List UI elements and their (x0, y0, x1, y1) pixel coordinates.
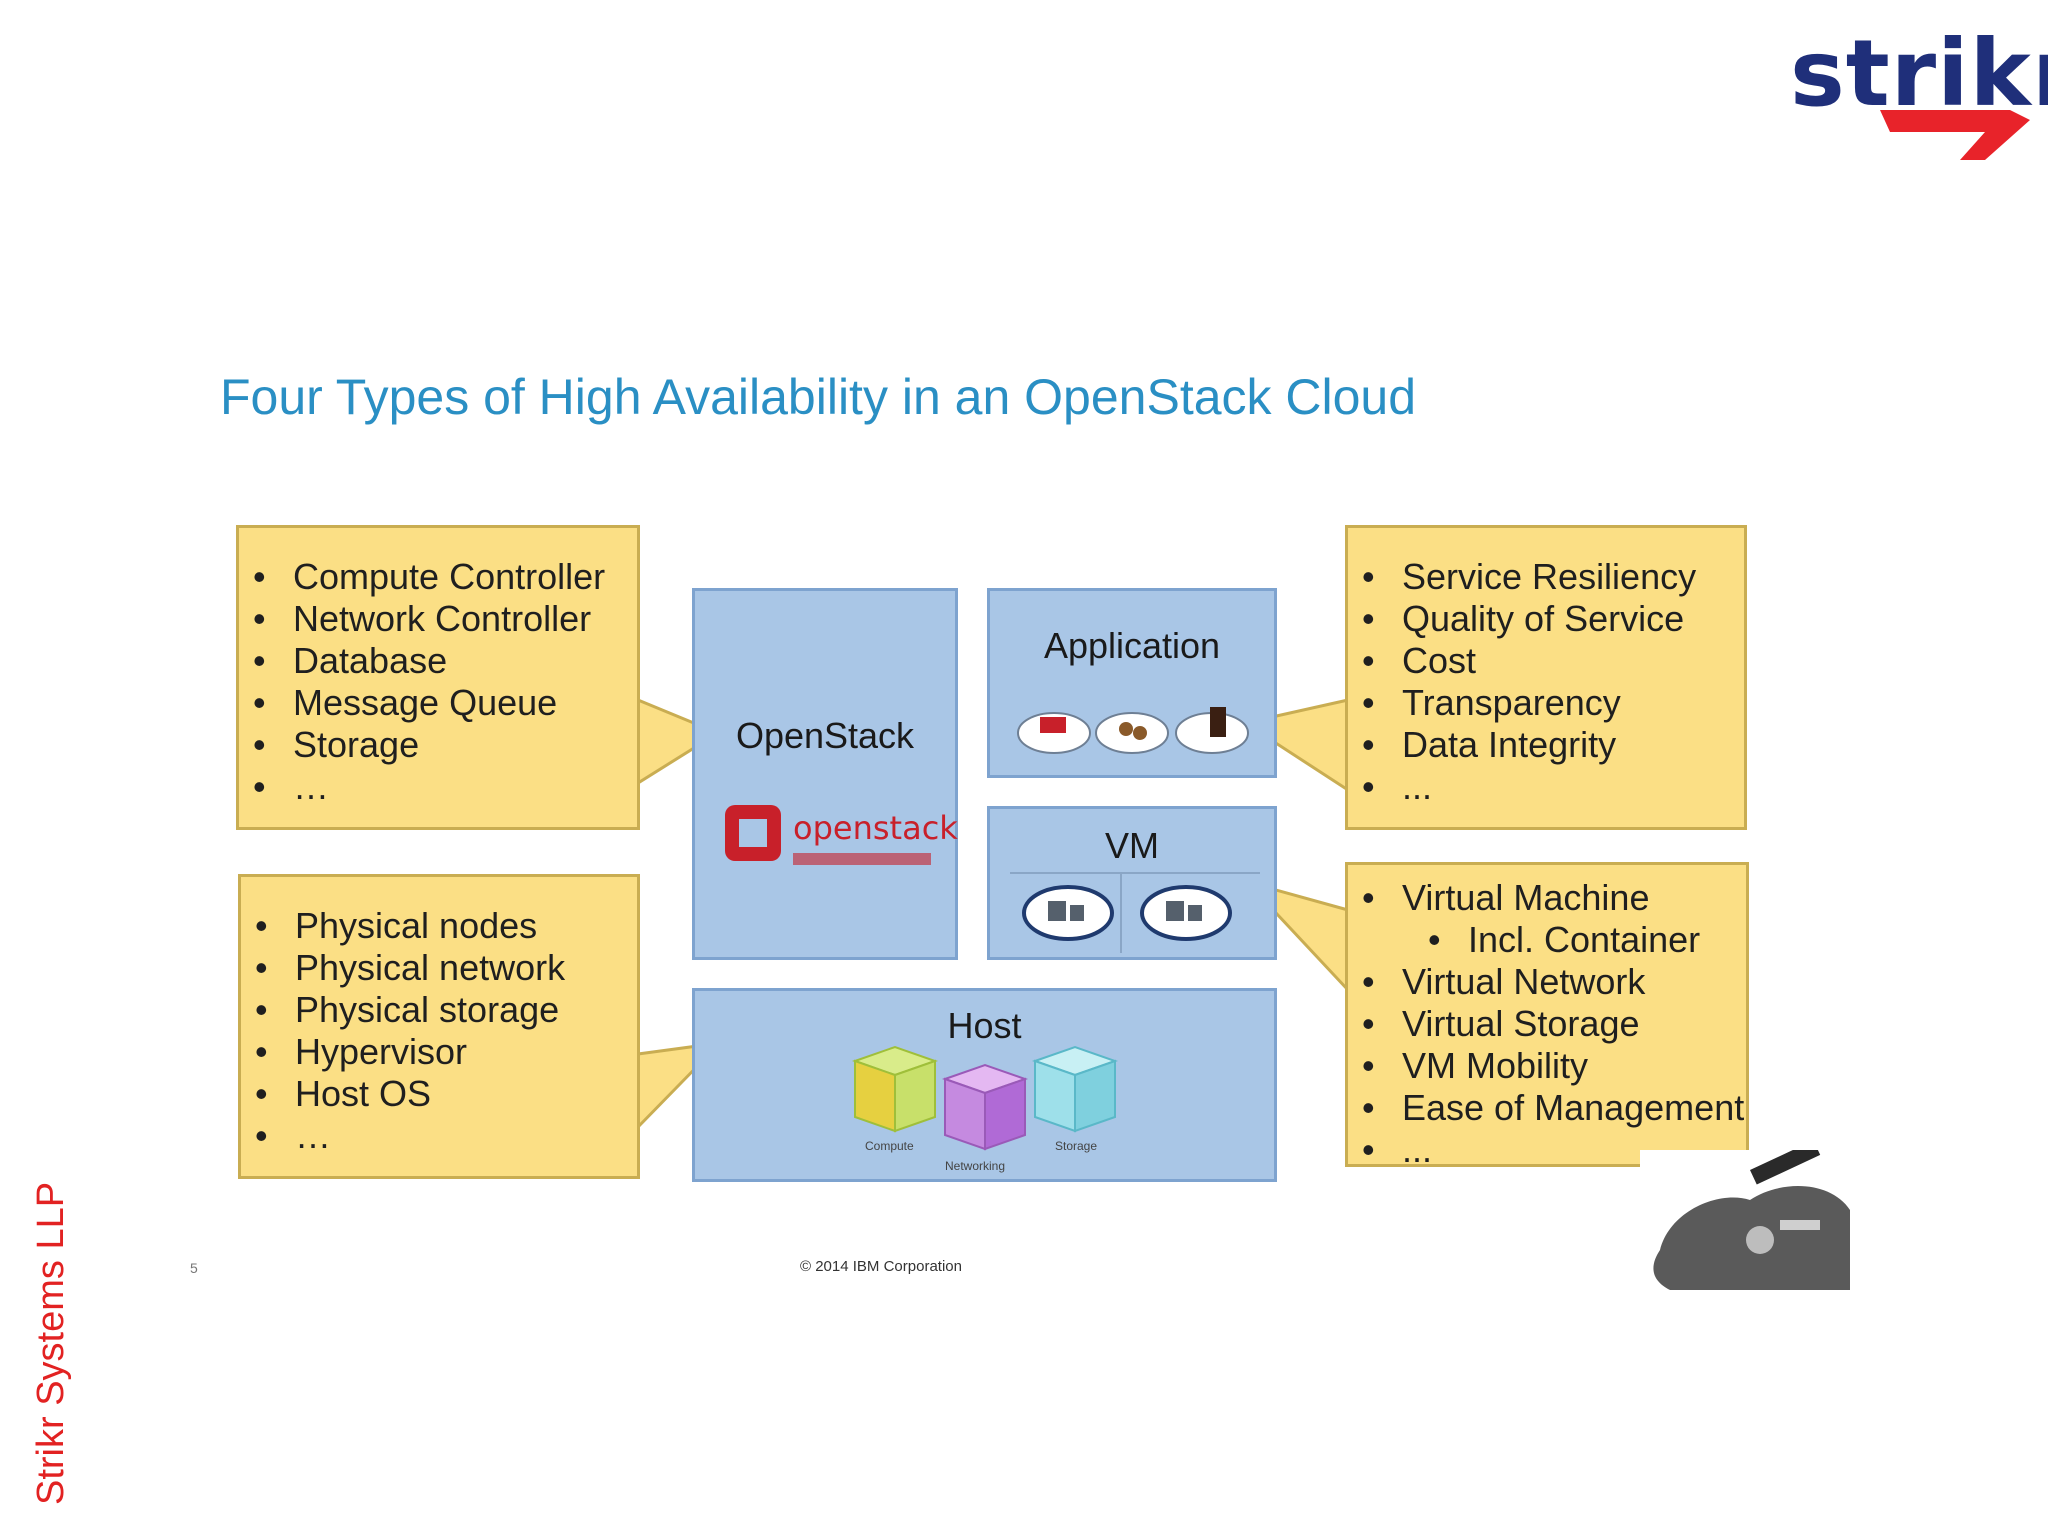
openstack-logo-text: openstack (793, 809, 958, 847)
list-item: Virtual Network (1348, 961, 1746, 1003)
vm-cloud-icons (1010, 872, 1260, 953)
panel-title: Application (1043, 625, 1221, 666)
application-callout: Service Resiliency Quality of Service Co… (1345, 525, 1747, 830)
networking-cube-icon (941, 1063, 1029, 1151)
panel-title: VM (1105, 825, 1159, 866)
list-item: Host OS (241, 1073, 637, 1115)
panel-title: Host (947, 1005, 1022, 1046)
cube-label-compute: Compute (865, 1139, 914, 1153)
application-panel: Application (987, 588, 1277, 778)
list-item: … (239, 766, 637, 808)
strikr-logo: strikr (1780, 20, 2048, 170)
list-item: Message Queue (239, 682, 637, 724)
list-item: … (241, 1115, 637, 1157)
storage-cube-icon (1031, 1045, 1119, 1133)
logo-arrow-icon (1880, 110, 2030, 160)
vm-callout: Virtual Machine Incl. Container Virtual … (1345, 862, 1749, 1171)
list-item: Virtual Machine (1348, 877, 1746, 919)
logo-text: strikr (1790, 20, 2048, 127)
list-item: ... (1348, 766, 1744, 808)
compute-cube-icon (851, 1045, 939, 1133)
list-item: Ease of Management (1348, 1087, 1746, 1129)
cube-label-networking: Networking (945, 1159, 1006, 1173)
page-number: 5 (190, 1260, 198, 1276)
list-item: Data Integrity (1348, 724, 1744, 766)
list-item: ... (1348, 1129, 1746, 1171)
panel-title: OpenStack (735, 715, 915, 756)
slide-title: Four Types of High Availability in an Op… (220, 369, 1417, 425)
openstack-panel: OpenStack openstack (692, 588, 958, 960)
list-item: Compute Controller (239, 556, 637, 598)
cube-label-storage: Storage (1055, 1139, 1098, 1153)
vm-panel: VM (987, 806, 1277, 960)
copyright: © 2014 IBM Corporation (800, 1258, 962, 1275)
list-item: VM Mobility (1348, 1045, 1746, 1087)
list-item: Physical storage (241, 989, 637, 1031)
host-panel: Host Compute Networking Storage (692, 988, 1277, 1182)
host-cube-icons (851, 1045, 1119, 1151)
list-item: Virtual Storage (1348, 1003, 1746, 1045)
list-item: Cost (1348, 640, 1744, 682)
openstack-callout: Compute Controller Network Controller Da… (236, 525, 640, 830)
list-item: Storage (239, 724, 637, 766)
list-item: Physical network (241, 947, 637, 989)
openstack-logo-icon (725, 805, 931, 865)
list-item: Quality of Service (1348, 598, 1744, 640)
guitar-image (1640, 1150, 1860, 1290)
host-callout: Physical nodes Physical network Physical… (238, 874, 640, 1179)
application-cloud-icons (1017, 707, 1249, 754)
list-item: Network Controller (239, 598, 637, 640)
list-item: Transparency (1348, 682, 1744, 724)
list-item: Service Resiliency (1348, 556, 1744, 598)
list-item: Hypervisor (241, 1031, 637, 1073)
list-item: Database (239, 640, 637, 682)
list-item: Physical nodes (241, 905, 637, 947)
list-item: Incl. Container (1348, 919, 1746, 961)
